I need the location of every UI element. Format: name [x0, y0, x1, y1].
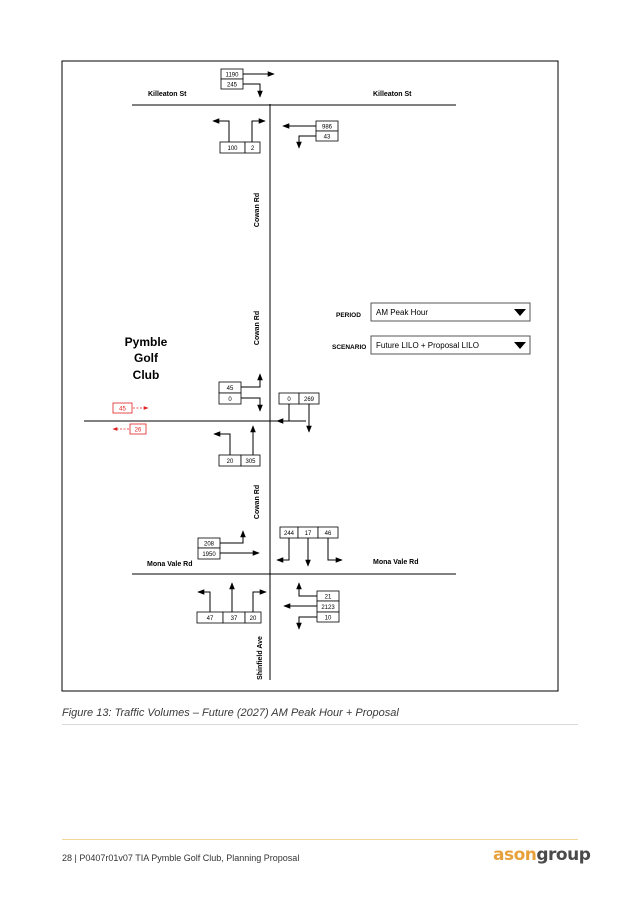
movement-arrow	[327, 538, 343, 563]
volume-value: 20	[250, 616, 257, 622]
volume-value: 2123	[321, 605, 335, 611]
movement-arrow	[252, 589, 267, 612]
cowan-rd-lower-label: Cowan Rd	[254, 485, 261, 519]
company-logo: asongroup	[493, 845, 591, 865]
period-dropdown-value: AM Peak Hour	[376, 308, 428, 317]
volume-value: 17	[305, 531, 312, 537]
volume-value: 20	[227, 459, 234, 465]
volume-value: 46	[325, 531, 332, 537]
period-dropdown[interactable]: AM Peak Hour	[370, 302, 531, 322]
volume-value: 45	[227, 386, 234, 392]
volume-value: 208	[204, 542, 215, 548]
chevron-down-icon[interactable]	[514, 342, 526, 349]
movement-arrow	[296, 582, 317, 597]
volume-value: 269	[304, 397, 315, 403]
movement-arrow	[241, 397, 263, 412]
movement-arrow	[296, 616, 317, 630]
scenario-label: SCENARIO	[332, 344, 366, 351]
killeaton-st-right-label: Killeaton St	[373, 91, 412, 98]
volume-value: 47	[207, 616, 214, 622]
movement-arrow	[212, 118, 230, 142]
volume-value: 100	[227, 146, 238, 152]
golf-out-volume-value: 45	[119, 407, 126, 413]
volume-value: 244	[284, 531, 295, 537]
volume-value: 21	[325, 595, 332, 601]
volume-value: 0	[287, 397, 291, 403]
movement-arrow	[251, 118, 266, 142]
golf-in-volume-value: 26	[135, 428, 142, 434]
golf-club-label-line1: Pymble	[125, 335, 168, 349]
diagram-frame	[61, 60, 559, 692]
movement-arrow	[197, 589, 211, 612]
volume-value: 43	[324, 135, 331, 141]
movement-arrow	[213, 431, 231, 455]
volume-value: 245	[227, 83, 238, 89]
killeaton-st-left-label: Killeaton St	[148, 91, 187, 98]
mona-vale-rd-left-label: Mona Vale Rd	[147, 561, 193, 568]
mona-vale-rd-right-label: Mona Vale Rd	[373, 559, 419, 566]
movement-arrow	[220, 530, 246, 544]
movement-arrow	[276, 404, 290, 424]
period-label: PERIOD	[336, 312, 361, 319]
caption-divider	[62, 724, 578, 725]
volume-value: 1190	[226, 73, 240, 79]
golf-in-volume-box	[129, 423, 147, 435]
golf-out-volume-box	[112, 402, 133, 414]
volume-value: 986	[322, 125, 333, 131]
logo-part-2: group	[536, 845, 591, 865]
volume-value: 2	[251, 146, 255, 152]
volume-value: 37	[231, 616, 238, 622]
volume-value: 0	[228, 397, 232, 403]
volume-value: 10	[325, 616, 332, 622]
golf-club-label-line2: Golf	[134, 351, 159, 365]
cowan-rd-middle-label: Cowan Rd	[254, 311, 261, 345]
logo-part-1: ason	[493, 845, 537, 865]
movement-arrow	[243, 83, 263, 98]
cowan-rd-upper-label: Cowan Rd	[254, 193, 261, 227]
chevron-down-icon[interactable]	[514, 309, 526, 316]
volume-value: 1950	[202, 552, 216, 558]
scenario-dropdown[interactable]: Future LILO + Proposal LILO	[370, 335, 531, 355]
movement-arrow	[276, 538, 290, 563]
page-footer: 28 | P0407r01v07 TIA Pymble Golf Club, P…	[62, 853, 300, 863]
movement-arrow	[296, 135, 316, 149]
volume-value: 305	[245, 459, 256, 465]
scenario-dropdown-value: Future LILO + Proposal LILO	[376, 341, 479, 350]
golf-club-label-line3: Club	[133, 368, 160, 382]
movement-arrow	[241, 373, 263, 388]
figure-caption: Figure 13: Traffic Volumes – Future (202…	[62, 707, 399, 719]
footer-divider	[62, 839, 578, 840]
volume-box	[240, 454, 261, 467]
shinfield-ave-label: Shinfield Ave	[257, 636, 264, 680]
